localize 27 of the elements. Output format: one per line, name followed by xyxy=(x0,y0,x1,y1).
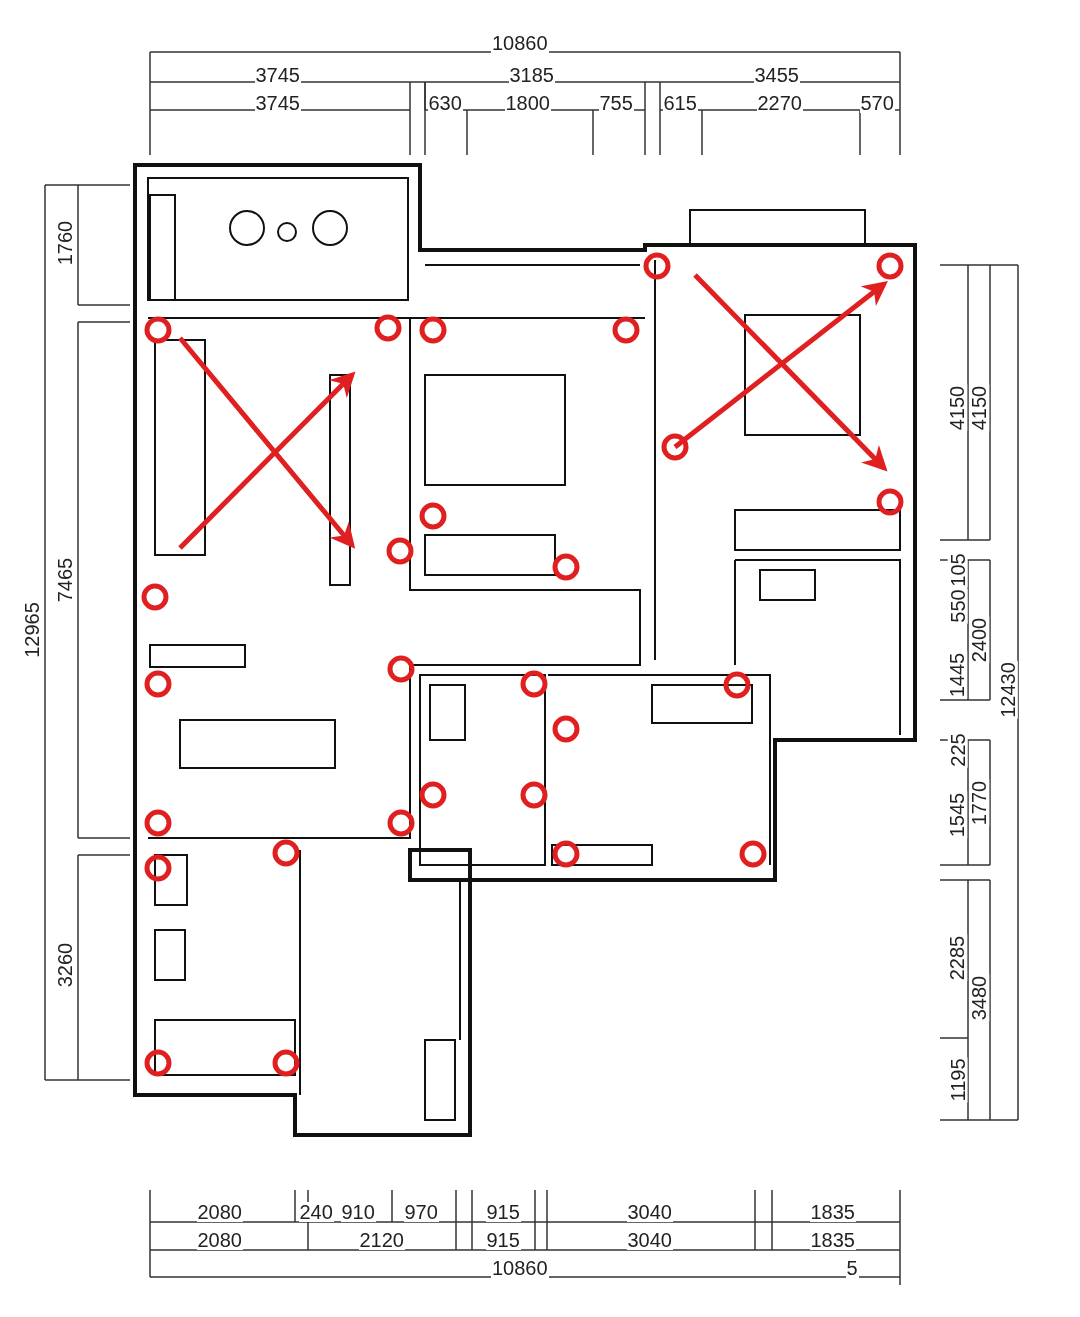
dimension-label: 3040 xyxy=(626,1202,673,1222)
dimension-label: 5 xyxy=(845,1258,859,1278)
dimension-label: 755 xyxy=(598,93,634,113)
dimension-label: 1835 xyxy=(809,1230,856,1250)
dimension-label: 570 xyxy=(859,93,895,113)
dimension-label: 3745 xyxy=(254,93,301,113)
dimension-label: 10860 xyxy=(491,33,549,53)
dimension-label: 630 xyxy=(427,93,463,113)
dimension-label: 2270 xyxy=(756,93,803,113)
dimension-label: 915 xyxy=(485,1202,521,1222)
dimension-label: 3040 xyxy=(626,1230,673,1250)
dimension-label: 2120 xyxy=(358,1230,405,1250)
dimension-label: 3185 xyxy=(508,65,555,85)
dimension-label: 2080 xyxy=(196,1230,243,1250)
dimension-label: 970 xyxy=(403,1202,439,1222)
dimension-label: 615 xyxy=(662,93,698,113)
dimension-label: 2080 xyxy=(196,1202,243,1222)
dimension-label: 10860 xyxy=(491,1258,549,1278)
dimension-label: 3455 xyxy=(753,65,800,85)
dimension-label: 3745 xyxy=(254,65,301,85)
dimension-label: 105 xyxy=(947,552,968,588)
dimension-label: 225 xyxy=(947,732,968,768)
dimension-label: 910 xyxy=(340,1202,376,1222)
dimension-label: 1800 xyxy=(504,93,551,113)
dimension-label: 915 xyxy=(485,1230,521,1250)
dimension-label: 240 xyxy=(298,1202,334,1222)
dimension-label: 1835 xyxy=(809,1202,856,1222)
